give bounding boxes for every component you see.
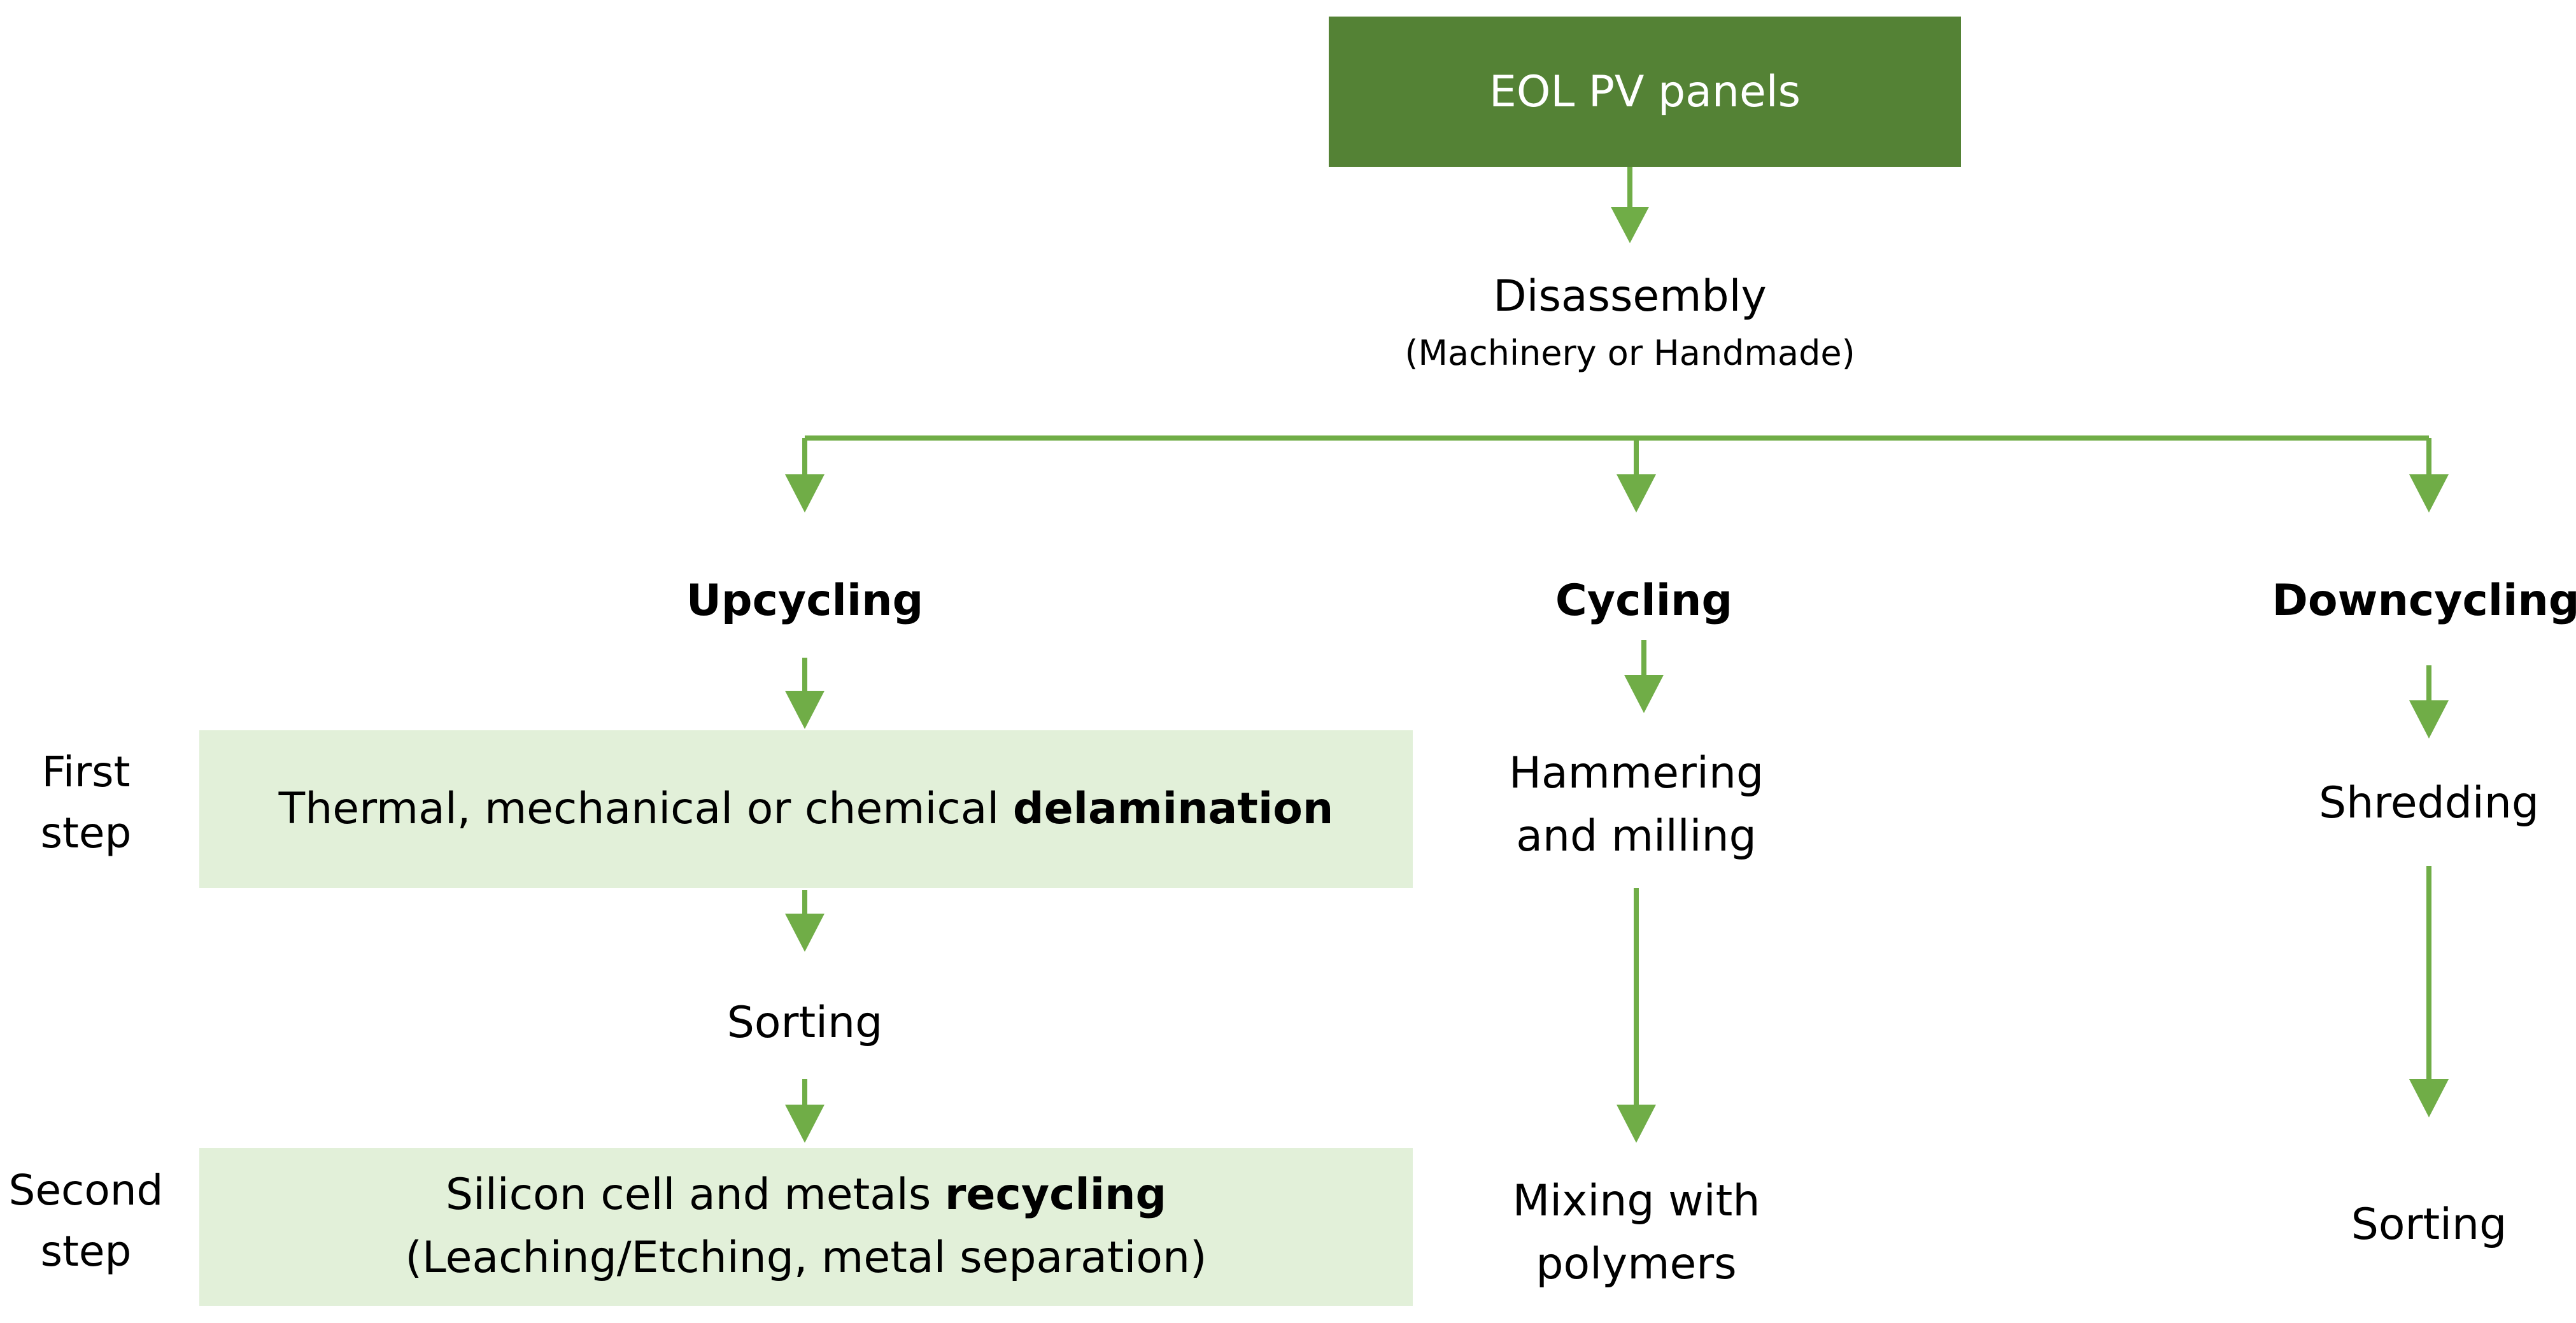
cycling-step1-line1: Hammering [1508,748,1764,798]
first-step-line1: First [41,747,131,796]
recycling-bold: recycling [944,1170,1167,1220]
upcycling-title: Upcycling [686,576,924,626]
upcycling-step1-box: Thermal, mechanical or chemical delamina… [199,730,1413,888]
downcycling-step1: Shredding [2318,778,2540,828]
first-step-label: First step [3,742,169,863]
cycling-step2-line1: Mixing with [1512,1176,1760,1226]
root-node-label: EOL PV panels [1489,66,1801,117]
recycling-line2: (Leaching/Etching, metal separation) [405,1233,1207,1283]
cycling-step1: Hammering and milling [1445,742,1827,868]
arrowhead-downcycling [2409,474,2449,513]
delamination-bold: delamination [1012,783,1334,834]
delamination-text: Thermal, mechanical or chemical delamina… [279,778,1334,841]
downcycling-step2: Sorting [2351,1199,2507,1250]
arrowhead-up-step1 [785,691,824,729]
arrowhead-dn-step1 [2409,700,2449,739]
arrowhead-root [1611,207,1649,243]
cycling-step1-line2: and milling [1516,810,1757,861]
arrowhead-cycling [1617,474,1656,513]
first-step-line2: step [40,808,132,858]
second-step-line2: step [40,1226,132,1276]
disassembly-subtitle: (Machinery or Handmade) [1405,333,1855,373]
arrowhead-cy-step2 [1617,1105,1656,1143]
upcycling-sorting: Sorting [726,998,883,1048]
arrowhead-cy-step1 [1624,675,1664,713]
arrowhead-up-step2 [785,1105,824,1143]
arrowhead-dn-step2 [2409,1079,2449,1117]
delamination-prefix: Thermal, mechanical or chemical [278,783,1013,834]
cycling-step2-line2: polymers [1536,1238,1737,1289]
cycling-title: Cycling [1555,576,1733,626]
arrowhead-up-sorting [785,914,824,952]
upcycling-step2-box: Silicon cell and metals recycling (Leach… [199,1148,1413,1306]
disassembly-title: Disassembly [1493,271,1767,322]
recycling-prefix: Silicon cell and metals [445,1170,945,1220]
recycling-line1: Silicon cell and metals recycling [446,1164,1166,1227]
downcycling-title: Downcycling [2272,576,2576,626]
arrowhead-upcycling [785,474,824,513]
second-step-label: Second step [3,1160,169,1282]
root-node-eol-pv-panels: EOL PV panels [1329,17,1961,167]
cycling-step2: Mixing with polymers [1445,1170,1827,1296]
second-step-line1: Second [8,1166,164,1215]
